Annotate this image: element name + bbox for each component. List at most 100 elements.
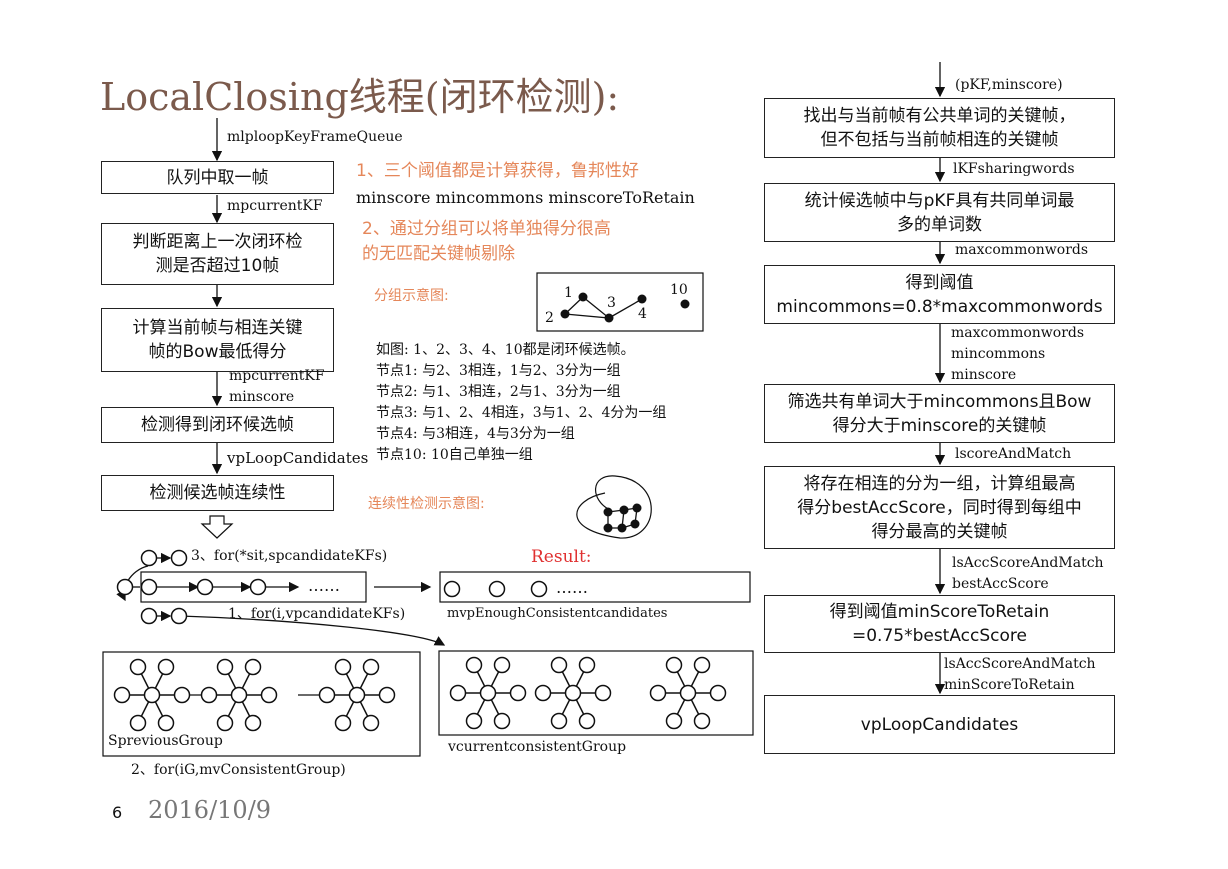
box-threshold-min-retain: 得到阈值minScoreToRetain =0.75*bestAccScore	[764, 595, 1115, 653]
node-label-2: 2	[545, 310, 554, 326]
label-max-common: maxcommonwords	[955, 242, 1089, 258]
explain-line-3: 节点3: 与1、2、4相连，3与1、2、4分为一组	[376, 405, 667, 421]
note-continuity-title: 连续性检测示意图:	[368, 496, 485, 512]
note-grouping-2: 的无匹配关键帧剔除	[362, 244, 515, 264]
star-node	[493, 656, 511, 674]
star-node	[693, 656, 711, 674]
star-node	[693, 712, 711, 730]
star-node	[173, 686, 191, 704]
star-node	[709, 684, 727, 702]
box-filter-candidates: 筛选共有单词大于mincommons且Bow 得分大于minscore的关键帧	[764, 384, 1115, 443]
explain-line-4: 节点4: 与3相连，4与3分为一组	[376, 426, 575, 442]
label-acc-score: lsAccScoreAndMatch bestAccScore	[952, 555, 1104, 592]
star-node	[200, 686, 218, 704]
label-result: Result:	[531, 547, 592, 567]
previous-group-box	[102, 651, 421, 757]
star-node	[578, 712, 596, 730]
label-for2: 2、for(iG,mvConsistentGroup)	[131, 762, 346, 778]
star-node	[216, 658, 234, 676]
star-node	[129, 714, 147, 732]
star-node	[260, 686, 278, 704]
star-node	[665, 712, 683, 730]
label-min-score-retain: lsAccScoreAndMatch minScoreToRetain	[944, 656, 1096, 693]
slide-date: 2016/10/9	[148, 796, 272, 824]
explain-line-0: 如图: 1、2、3、4、10都是闭环候选帧。	[376, 342, 635, 358]
star-node	[334, 714, 352, 732]
label-current-kf: mpcurrentKF	[227, 198, 323, 214]
box-take-frame: 队列中取一帧	[101, 161, 334, 194]
explain-line-1: 节点1: 与2、3相连，1与2、3分为一组	[376, 363, 621, 379]
star-node	[465, 712, 483, 730]
star-node	[649, 684, 667, 702]
star-node	[244, 714, 262, 732]
star-node	[493, 712, 511, 730]
note-thresholds: 1、三个阈值都是计算获得，鲁邦性好	[356, 161, 639, 181]
page-number: 6	[112, 803, 123, 822]
node-label-1: 1	[564, 285, 573, 301]
box-vp-loop-candidates: vpLoopCandidates	[764, 695, 1115, 754]
arrow-to-current-group	[179, 615, 446, 646]
loop-graph-nodes	[116, 549, 548, 625]
star-node	[594, 684, 612, 702]
box-detect-candidates: 检测得到闭环候选帧	[101, 407, 334, 443]
result-dots: ……	[556, 578, 588, 597]
label-queue: mlploopKeyFrameQueue	[227, 129, 403, 145]
slide-title: LocalClosing线程(闭环检测):	[100, 75, 620, 119]
star-node	[378, 686, 396, 704]
star-node	[318, 686, 336, 704]
note-threshold-names: minscore mincommons minscoreToRetain	[356, 188, 695, 207]
node-label-3: 3	[607, 295, 616, 311]
box-group-acc-score: 将存在相连的分为一组，计算组最高 得分bestAccScore，同时得到每组中 …	[764, 466, 1115, 549]
star-node	[244, 658, 262, 676]
star-node	[230, 686, 248, 704]
star-node	[679, 684, 697, 702]
box-check-distance: 判断距离上一次闭环检 测是否超过10帧	[101, 223, 334, 285]
star-node	[143, 686, 161, 704]
explain-line-5: 节点10: 10自己单独一组	[376, 447, 533, 463]
star-node	[465, 656, 483, 674]
hollow-down-arrow	[200, 515, 234, 539]
group-diagram-box	[536, 272, 704, 332]
star-groups	[113, 656, 727, 732]
label-current-group: vcurrentconsistentGroup	[448, 739, 627, 755]
label-thresholds-list: maxcommonwords mincommons minscore	[951, 325, 1085, 383]
continuity-curve	[576, 475, 652, 539]
loop-dots: ……	[308, 576, 340, 595]
star-node	[550, 656, 568, 674]
label-enough-consistent: mvpEnoughConsistentcandidates	[447, 606, 668, 621]
node-label-10: 10	[670, 282, 688, 298]
note-group-title: 分组示意图:	[374, 288, 449, 304]
box-check-continuity: 检测候选帧连续性	[101, 475, 334, 511]
star-node	[157, 658, 175, 676]
star-node	[479, 684, 497, 702]
label-sharing-words: lKFsharingwords	[953, 161, 1075, 177]
star-node	[362, 658, 380, 676]
star-node	[362, 714, 380, 732]
node-label-4: 4	[638, 306, 647, 322]
label-score-match: lscoreAndMatch	[955, 446, 1072, 462]
box-find-common-words: 找出与当前帧有公共单词的关键帧， 但不包括与当前帧相连的关键帧	[764, 98, 1115, 158]
label-previous-group: SpreviousGroup	[108, 733, 223, 749]
explain-line-2: 节点2: 与1、3相连，2与1、3分为一组	[376, 384, 621, 400]
label-for1: 1、for(i,vpcandidateKFs)	[228, 606, 406, 622]
star-node	[334, 658, 352, 676]
label-current-minscore: mpcurrentKF minscore	[229, 368, 325, 405]
box-threshold-mincommons: 得到阈值 mincommons=0.8*maxcommonwords	[764, 265, 1115, 324]
result-box	[439, 571, 751, 603]
star-node	[509, 684, 527, 702]
star-node	[665, 656, 683, 674]
star-node	[113, 686, 131, 704]
box-bow-min-score: 计算当前帧与相连关键 帧的Bow最低得分	[101, 308, 334, 372]
group-nodes	[560, 292, 690, 533]
label-for3: 3、for(*sit,spcandidateKFs)	[191, 548, 388, 564]
star-node	[216, 714, 234, 732]
star-node	[348, 686, 366, 704]
note-grouping-1: 2、通过分组可以将单独得分很高	[362, 219, 611, 239]
box-count-common-words: 统计候选帧中与pKF具有共同单词最 多的单词数	[764, 183, 1115, 242]
current-group-box	[438, 650, 754, 736]
star-node	[129, 658, 147, 676]
star-node	[564, 684, 582, 702]
star-node	[157, 714, 175, 732]
star-node	[550, 712, 568, 730]
star-node	[449, 684, 467, 702]
